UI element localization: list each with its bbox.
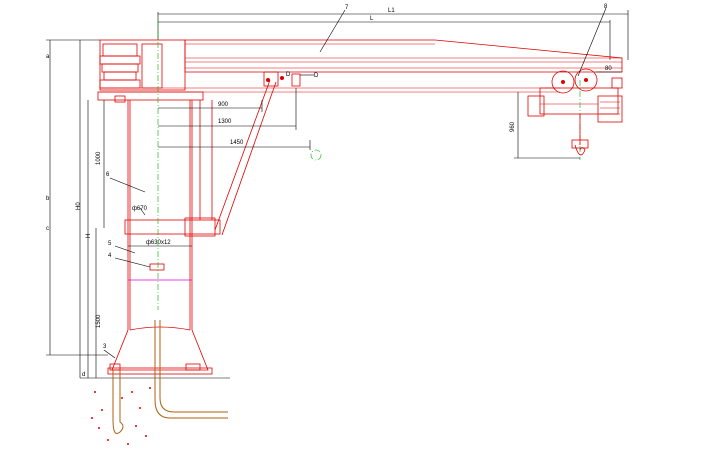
dim-630-label: ф630x12 bbox=[146, 240, 171, 246]
part-3-label: 3 bbox=[103, 344, 107, 350]
marker-D2: D bbox=[314, 73, 319, 79]
hoist-trolley: 8 80 960 bbox=[510, 4, 623, 160]
dim-1500-label: 1500 bbox=[96, 314, 102, 328]
base-plate: 3 bbox=[103, 326, 213, 375]
dim-b-label: b bbox=[46, 196, 50, 202]
marker-D1: D bbox=[286, 72, 291, 78]
dim-80-label: 80 bbox=[605, 66, 612, 72]
dim-H-label: H bbox=[86, 234, 92, 238]
dim-H0-label: H0 bbox=[76, 202, 82, 210]
part-8-label: 8 bbox=[604, 4, 608, 10]
concrete-hatch bbox=[91, 387, 151, 445]
part-6-label: 6 bbox=[106, 172, 110, 178]
dim-c-label: c bbox=[46, 226, 49, 232]
dim-L-label: L bbox=[370, 16, 374, 22]
dim-670-label: ф670 bbox=[132, 206, 148, 212]
column-dimensions: 900 1300 1450 bbox=[158, 88, 322, 161]
foundation bbox=[80, 320, 230, 445]
dim-1000-label: 1000 bbox=[96, 151, 102, 165]
part-7-label: 7 bbox=[345, 5, 349, 11]
column-details: ф630x12 5 4 bbox=[108, 240, 192, 281]
dim-a-label: a bbox=[46, 54, 50, 60]
dim-900-label: 900 bbox=[218, 102, 229, 108]
arm-fittings: D D bbox=[263, 71, 319, 87]
left-dimensions: H0 H 1000 1500 a b c d bbox=[46, 39, 108, 378]
slewing-motor bbox=[99, 39, 186, 91]
dim-L1-label: L1 bbox=[388, 8, 395, 14]
support-brace: ф670 bbox=[124, 79, 277, 237]
top-dimensions: L1 L bbox=[157, 8, 629, 60]
part-5-label: 5 bbox=[108, 241, 112, 247]
jib-arm: 7 bbox=[100, 5, 623, 93]
slewing-base bbox=[97, 91, 204, 103]
column: 6 bbox=[106, 100, 193, 330]
part-4-label: 4 bbox=[108, 253, 112, 259]
dim-1300-label: 1300 bbox=[218, 119, 232, 125]
dim-d-label: d bbox=[82, 372, 85, 378]
dim-960-label: 960 bbox=[510, 121, 516, 132]
dim-1450-label: 1450 bbox=[230, 140, 244, 146]
